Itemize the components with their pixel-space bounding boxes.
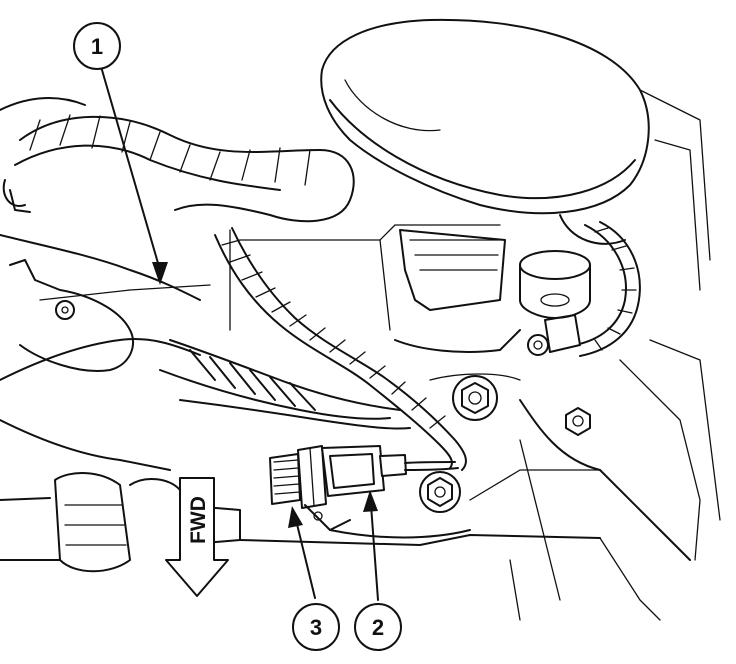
lower-crossmember — [179, 339, 721, 621]
wiring-harness-lower — [214, 227, 467, 471]
callout-2-label: 2 — [372, 615, 384, 640]
bolt-upper — [452, 375, 498, 421]
leader-line-2 — [370, 504, 379, 601]
callout-1-label: 1 — [91, 34, 103, 59]
sensor-assembly — [269, 445, 459, 531]
engine-block-bracket — [0, 224, 521, 430]
pulley-housing — [320, 18, 711, 291]
callout-3: 3 — [292, 603, 340, 651]
bolt-lower — [419, 471, 461, 513]
wiring-harness-upper — [0, 97, 355, 223]
forward-direction-arrow: FWD — [165, 477, 229, 597]
fwd-label: FWD — [187, 496, 210, 544]
leader-line-1 — [101, 69, 161, 271]
mounting-bolts — [419, 375, 591, 513]
leader-arrowhead-2 — [363, 490, 378, 512]
bolt-right — [565, 407, 591, 436]
callout-2: 2 — [354, 603, 402, 651]
callout-1: 1 — [73, 22, 121, 70]
callout-leaders — [101, 69, 379, 601]
left-lower-mount — [0, 259, 183, 573]
callout-3-label: 3 — [310, 615, 322, 640]
wiring-harness-right — [527, 221, 641, 357]
leader-line-3 — [295, 519, 316, 599]
leader-arrowhead-3 — [288, 506, 303, 528]
leader-arrowhead-1 — [152, 262, 168, 285]
small-canister — [519, 250, 591, 319]
